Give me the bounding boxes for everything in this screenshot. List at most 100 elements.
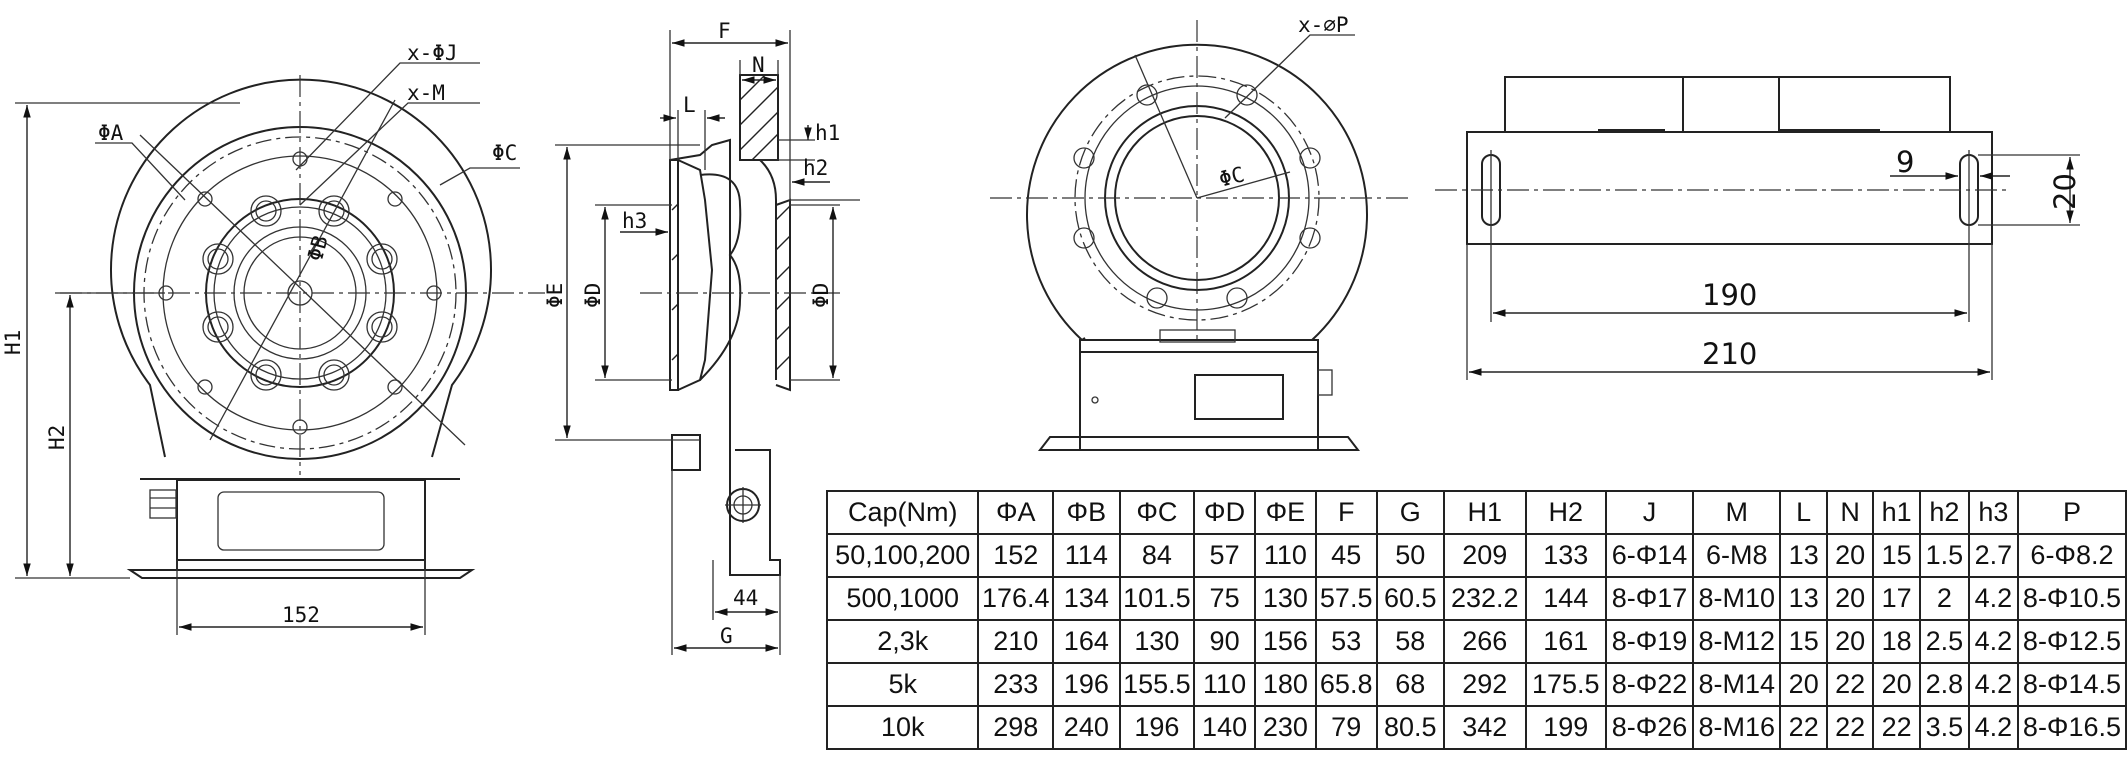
spec-cell: 10k (825, 705, 980, 750)
spec-cell: 8-Φ12.5 (2016, 619, 2127, 664)
spec-cell: 196 (1118, 705, 1196, 750)
front-view (15, 62, 545, 635)
front-housing-outline (110, 78, 492, 458)
spec-cell: 2 (1918, 576, 1970, 621)
label-l: L (683, 93, 696, 117)
spec-header-cell: h2 (1918, 490, 1970, 535)
spec-cell: 233 (977, 662, 1054, 707)
spec-cell: 6-M8 (1692, 533, 1782, 578)
spec-cell: 232.2 (1442, 576, 1527, 621)
spec-cell: 2.8 (1918, 662, 1970, 707)
spec-cell: 196 (1051, 662, 1121, 707)
spec-cell: 180 (1253, 662, 1317, 707)
spec-cell: 155.5 (1118, 662, 1196, 707)
spec-cell: 266 (1442, 619, 1527, 664)
spec-cell: 13 (1779, 576, 1828, 621)
spec-cell: 156 (1253, 619, 1317, 664)
label-phi-d-left: ΦD (581, 283, 605, 308)
spec-cell: 500,1000 (825, 576, 980, 621)
top-view (1435, 76, 2080, 380)
spec-cell: 342 (1442, 705, 1527, 750)
spec-cell: 20 (1872, 662, 1921, 707)
spec-cell: 15 (1872, 533, 1921, 578)
spec-cell: 8-Φ10.5 (2016, 576, 2127, 621)
spec-cell: 5k (825, 662, 980, 707)
spec-cell: 176.4 (977, 576, 1054, 621)
spec-cell: 57 (1193, 533, 1256, 578)
spec-header-cell: J (1604, 490, 1695, 535)
spec-cell: 50,100,200 (825, 533, 980, 578)
spec-cell: 75 (1193, 576, 1256, 621)
spec-header-cell: h1 (1872, 490, 1921, 535)
spec-cell: 15 (1779, 619, 1828, 664)
spec-cell: 199 (1524, 705, 1607, 750)
label-x-phi-j: x-ΦJ (407, 41, 458, 65)
spec-cell: 6-Φ14 (1604, 533, 1695, 578)
rear-bolt-holes (1073, 84, 1321, 309)
spec-header-cell: ΦC (1118, 490, 1196, 535)
spec-cell: 80.5 (1375, 705, 1445, 750)
spec-cell: 58 (1375, 619, 1445, 664)
spec-cell: 144 (1524, 576, 1607, 621)
spec-cell: 209 (1442, 533, 1527, 578)
spec-cell: 53 (1314, 619, 1378, 664)
spec-cell: 110 (1193, 662, 1256, 707)
spec-cell: 292 (1442, 662, 1527, 707)
label-h2: H2 (45, 425, 69, 450)
top-view-body (1466, 131, 1993, 245)
rear-view (990, 20, 1410, 451)
spec-header-cell: Cap(Nm) (825, 490, 980, 535)
spec-header-cell: P (2016, 490, 2127, 535)
top-view-plate (1504, 76, 1951, 133)
label-f: F (718, 19, 731, 43)
spec-cell: 20 (1825, 576, 1875, 621)
spec-header-cell: N (1825, 490, 1875, 535)
label-190: 190 (1702, 278, 1757, 312)
spec-cell: 133 (1524, 533, 1607, 578)
spec-cell: 65.8 (1314, 662, 1378, 707)
label-9: 9 (1896, 145, 1914, 179)
label-x-m: x-M (407, 81, 445, 105)
spec-cell: 60.5 (1375, 576, 1445, 621)
spec-cell: 298 (977, 705, 1054, 750)
spec-cell: 114 (1051, 533, 1121, 578)
spec-cell: 22 (1825, 705, 1875, 750)
label-h2-small: h2 (803, 156, 828, 180)
spec-cell: 8-M12 (1692, 619, 1782, 664)
spec-cell: 8-Φ26 (1604, 705, 1695, 750)
spec-cell: 57.5 (1314, 576, 1378, 621)
spec-cell: 130 (1118, 619, 1196, 664)
spec-cell: 17 (1872, 576, 1921, 621)
spec-cell: 164 (1051, 619, 1121, 664)
spec-cell: 20 (1825, 619, 1875, 664)
side-section-view (555, 30, 860, 655)
spec-cell: 2.7 (1967, 533, 2019, 578)
spec-cell: 4.2 (1967, 662, 2019, 707)
rear-label-window (1194, 374, 1284, 420)
spec-header-cell: L (1779, 490, 1828, 535)
spec-header-cell: ΦE (1253, 490, 1317, 535)
spec-cell: 8-Φ14.5 (2016, 662, 2127, 707)
spec-header-cell: h3 (1967, 490, 2019, 535)
spec-cell: 134 (1051, 576, 1121, 621)
front-bolt-holes (158, 151, 442, 435)
spec-cell: 90 (1193, 619, 1256, 664)
spec-cell: 68 (1375, 662, 1445, 707)
label-phi-e: ΦE (543, 283, 567, 308)
spec-cell: 240 (1051, 705, 1121, 750)
spec-header-cell: ΦB (1051, 490, 1121, 535)
spec-cell: 6-Φ8.2 (2016, 533, 2127, 578)
spec-cell: 20 (1825, 533, 1875, 578)
spec-cell: 8-M14 (1692, 662, 1782, 707)
spec-cell: 8-Φ17 (1604, 576, 1695, 621)
spec-cell: 22 (1779, 705, 1828, 750)
spec-cell: 110 (1253, 533, 1317, 578)
spec-header-cell: G (1375, 490, 1445, 535)
spec-cell: 22 (1872, 705, 1921, 750)
